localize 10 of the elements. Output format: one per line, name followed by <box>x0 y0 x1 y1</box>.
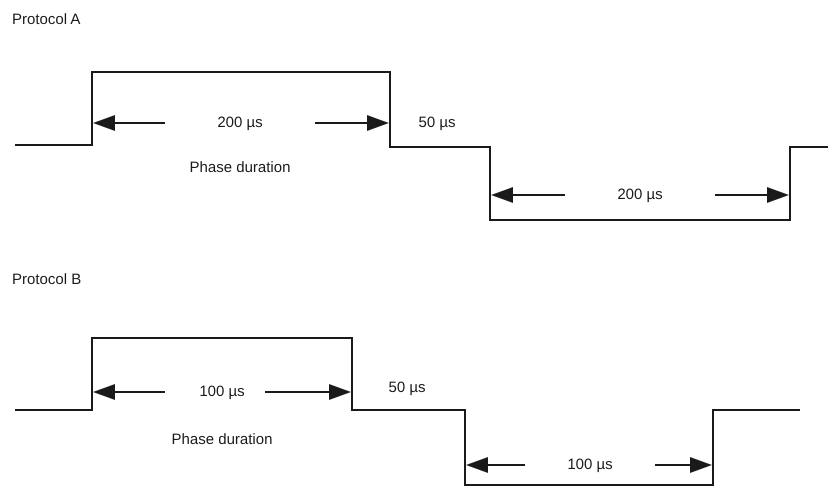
duration-label: 100 µs <box>199 383 245 401</box>
duration-label: 100 µs <box>567 456 613 474</box>
duration-label: 200 µs <box>217 114 263 132</box>
phase-label: Phase duration <box>190 159 290 177</box>
gap-duration-label: 50 µs <box>388 379 426 397</box>
gap-duration-label: 50 µs <box>418 114 456 132</box>
protocol-title: Protocol B <box>12 271 82 289</box>
phase-label: Phase duration <box>172 431 272 449</box>
duration-label: 200 µs <box>617 186 663 204</box>
protocol-title: Protocol A <box>12 11 80 29</box>
